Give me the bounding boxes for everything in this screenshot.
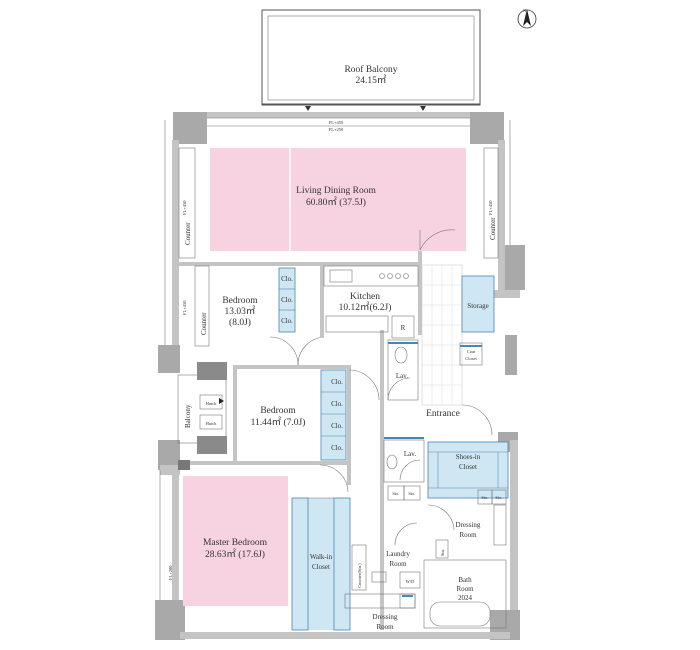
burner-icon xyxy=(379,273,385,279)
toilet-icon xyxy=(386,454,398,470)
coat-label-1: Coat xyxy=(467,349,476,354)
clo-label-2: Clo. xyxy=(281,296,293,304)
sto-label-4: Sto. xyxy=(495,495,502,500)
master-bedroom: FL+200 Master Bedroom 28.63㎡ (17.6J) xyxy=(168,476,288,606)
bath-label-1: Bath xyxy=(458,576,472,584)
clo-label-4: Clo. xyxy=(331,378,343,386)
bath-room: Bath Room 2024 xyxy=(423,559,507,629)
bath-label-3: 2024 xyxy=(458,594,473,602)
bedroom1-jo: (8.0J) xyxy=(229,317,251,328)
fl-450-right: FL+450 xyxy=(488,200,493,215)
coat-closet: Coat Closet xyxy=(459,342,483,366)
counter-bed1: Counter xyxy=(200,312,208,335)
bedroom1-name: Bedroom xyxy=(222,296,258,306)
fl-450-left: FL+450 xyxy=(182,200,187,215)
toilet-icon xyxy=(394,346,408,364)
walkin-label-1: Walk-in xyxy=(310,553,333,561)
dressing2-label-1: Dressing xyxy=(373,613,398,621)
roof-balcony-area: 24.15㎡ xyxy=(356,75,387,86)
sto-label-3: Sto. xyxy=(481,495,488,500)
dressing-room-1: Dressing Room xyxy=(427,504,507,546)
shoes-label-1: Shoes-in xyxy=(456,453,481,461)
bedroom1-area: 13.03㎡ xyxy=(225,306,256,317)
sink-icon xyxy=(329,269,353,283)
bedroom2-name: Bedroom xyxy=(260,406,296,416)
sto-label-1: Sto. xyxy=(392,491,399,496)
bath-label-2: Room xyxy=(456,585,474,593)
laundry-label-1: Laundry xyxy=(386,550,410,558)
hatch-label-2: Hatch xyxy=(206,421,217,426)
balcony-label: Balcony xyxy=(184,404,192,428)
bedroom-1: Counter FL+450 Clo. Clo. Clo. Bedroom 13… xyxy=(182,265,325,366)
clo-label-5: Clo. xyxy=(331,400,343,408)
refrigerator-label: R xyxy=(401,324,406,332)
walkin-label-2: Closet xyxy=(312,563,330,571)
entrance-label: Entrance xyxy=(426,409,460,419)
lav1-label: Lav. xyxy=(396,372,408,380)
living-name: Living Dining Room xyxy=(296,186,376,196)
roof-balcony: Roof Balcony 24.15㎡ xyxy=(261,9,481,111)
fl-200-label: FL+200 xyxy=(168,565,173,580)
clo-label-6: Clo. xyxy=(331,422,343,430)
shoes-in-closet: Shoes-in Closet xyxy=(427,441,509,499)
outer-walls xyxy=(155,112,525,640)
storage: Storage xyxy=(461,275,495,333)
closet-bed1 xyxy=(278,267,296,333)
clo-label-7: Clo. xyxy=(331,444,343,452)
kitchen-area: 10.12㎡(6.2J) xyxy=(339,302,392,313)
shoes-label-2: Closet xyxy=(459,463,477,471)
dressing1-label-1: Dressing xyxy=(456,521,481,529)
storage-label: Storage xyxy=(467,302,488,310)
storage-boxes: Sto. Sto. Sto. Sto. Sto. xyxy=(387,485,507,559)
dressing1-label-2: Room xyxy=(459,531,477,539)
living-dining-room: FL+450 FL+250 Living Dining Room 60.80㎡ … xyxy=(178,117,499,259)
sto-label-2: Sto. xyxy=(408,491,415,496)
fl-450-top: FL+450 xyxy=(329,120,344,125)
arrow-marker-right xyxy=(420,106,426,111)
lavatory-2: Lav. xyxy=(383,437,425,483)
living-area: 60.80㎡ (37.5J) xyxy=(306,197,366,208)
closet-bed2 xyxy=(320,369,347,461)
master-name: Master Bedroom xyxy=(203,538,268,548)
kitchen-name: Kitchen xyxy=(350,292,380,302)
fl-250-top: FL+250 xyxy=(329,127,344,132)
bedroom-2: Clo. Clo. Clo. Clo. Bedroom 11.44㎡ (7.0J… xyxy=(251,369,380,493)
fl-450-bed1: FL+450 xyxy=(182,300,187,315)
laundry-label-2: Room xyxy=(389,560,407,568)
lavatory-1: Lav. xyxy=(387,339,419,401)
refrigerator-icon xyxy=(391,315,415,339)
clo-label-1: Clo. xyxy=(281,275,293,283)
roof-balcony-name: Roof Balcony xyxy=(344,64,397,75)
sto-label-5: Sto. xyxy=(440,549,445,556)
dressing2-label-2: Room xyxy=(376,623,394,631)
counter-sto-label: Counter(Sto.) xyxy=(357,563,362,588)
counter-left: Counter xyxy=(184,222,192,245)
arrow-marker-left xyxy=(305,106,311,111)
wd-label: W/D xyxy=(406,579,415,584)
hall-tiles: Entrance xyxy=(421,264,493,436)
kitchen: R Kitchen 10.12㎡(6.2J) xyxy=(323,265,419,339)
north-label: N xyxy=(523,8,527,13)
coat-label-2: Closet xyxy=(465,356,477,361)
balcony-left: Hatch Hatch Balcony xyxy=(177,362,227,470)
lav2-label: Lav. xyxy=(404,450,416,458)
bedroom2-area: 11.44㎡ (7.0J) xyxy=(251,417,306,428)
living-carpet xyxy=(210,148,466,251)
north-indicator: N xyxy=(517,8,537,29)
counter-right: Counter xyxy=(489,217,497,240)
walkin-closet: Walk-in Closet xyxy=(291,497,351,631)
dressing-room-2: Dressing Room xyxy=(344,593,416,631)
hatch-label-1: Hatch xyxy=(206,401,217,406)
clo-label-3: Clo. xyxy=(281,317,293,325)
master-area: 28.63㎡ (17.6J) xyxy=(205,549,265,560)
laundry-room: Counter(Sto.) Laundry Room W/D xyxy=(351,522,421,591)
master-carpet xyxy=(183,476,288,606)
bathtub-icon xyxy=(429,601,491,627)
